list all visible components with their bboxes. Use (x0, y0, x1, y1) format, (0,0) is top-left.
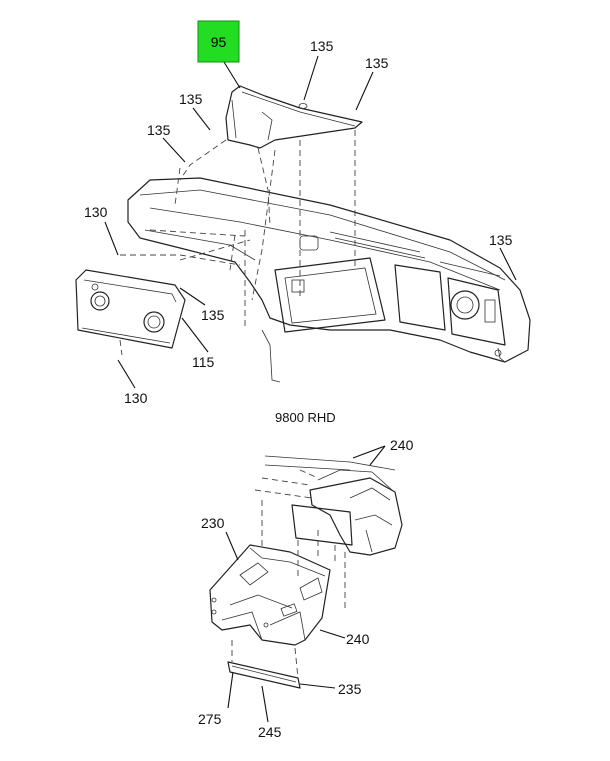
dashboard-assembly (127, 177, 531, 383)
callout-135-mid[interactable]: 135 (201, 307, 225, 323)
callout-135-right[interactable]: 135 (489, 232, 513, 248)
callout-135-top-b[interactable]: 135 (365, 55, 389, 71)
leader-lines (104, 55, 517, 723)
callout-135-top-a[interactable]: 135 (310, 38, 334, 54)
part-230-bracket (209, 544, 331, 646)
assembly-caption: 9800 RHD (275, 410, 336, 425)
part-235-strip (227, 661, 301, 689)
part-95-cover (225, 85, 363, 149)
callout-245[interactable]: 245 (258, 724, 282, 740)
highlight-box (197, 20, 240, 63)
part-115-bezel (75, 269, 186, 349)
highlighted-callout-95[interactable]: 95 (197, 20, 240, 63)
callout-130-upper[interactable]: 130 (84, 204, 108, 220)
alignment-lines-lower (231, 500, 346, 679)
callout-240-top[interactable]: 240 (390, 437, 414, 453)
alignment-lines-upper (119, 130, 356, 356)
callout-95[interactable]: 95 (211, 34, 227, 50)
callout-115[interactable]: 115 (192, 354, 215, 370)
callout-230[interactable]: 230 (201, 515, 225, 531)
callout-235[interactable]: 235 (338, 681, 362, 697)
callout-135-left-a[interactable]: 135 (179, 91, 203, 107)
callout-130-lower[interactable]: 130 (124, 390, 148, 406)
callout-275[interactable]: 275 (198, 711, 222, 727)
callout-240-lower[interactable]: 240 (346, 631, 370, 647)
callout-135-left-b[interactable]: 135 (147, 122, 171, 138)
lower-duct-housing (254, 455, 403, 556)
